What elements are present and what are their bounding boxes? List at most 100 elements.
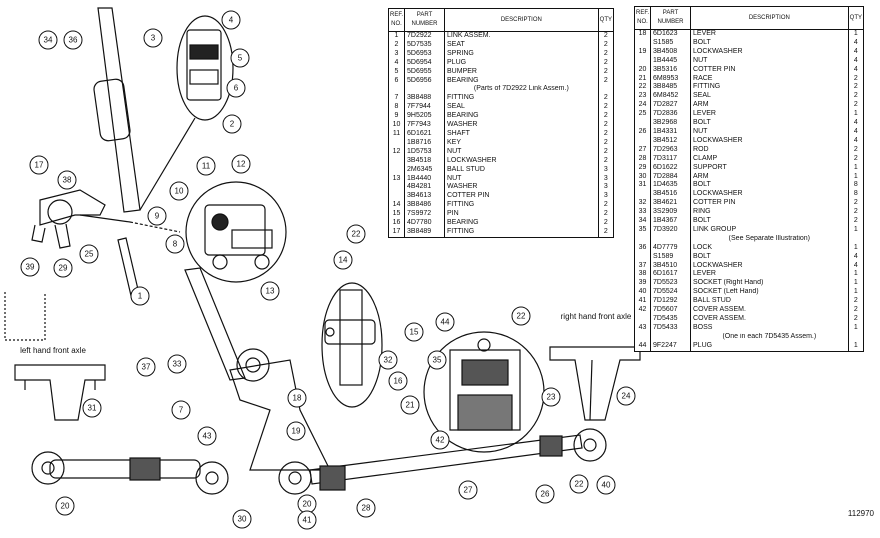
cell-desc: PLUG xyxy=(444,58,599,68)
cell-qty: 4 xyxy=(847,261,865,271)
cell-qty: 2 xyxy=(847,154,865,164)
cell-part xyxy=(650,332,692,342)
cell-ref xyxy=(633,56,652,66)
cell-ref: 18 xyxy=(633,29,652,39)
svg-text:35: 35 xyxy=(433,356,442,365)
cell-ref: 32 xyxy=(633,199,652,209)
svg-text:20: 20 xyxy=(61,502,70,511)
callout-10: 10 xyxy=(169,181,189,201)
cell-ref: 17 xyxy=(387,227,406,238)
cell-part: 5D6954 xyxy=(404,58,446,68)
svg-text:43: 43 xyxy=(203,432,212,441)
cell-desc: CLAMP xyxy=(690,154,849,164)
callout-36: 36 xyxy=(63,30,83,50)
svg-text:41: 41 xyxy=(303,516,312,525)
cell-desc: BEARING xyxy=(444,112,599,122)
cell-part: 7F7944 xyxy=(404,103,446,113)
svg-text:33: 33 xyxy=(173,360,182,369)
cell-ref: 22 xyxy=(633,83,652,93)
svg-text:39: 39 xyxy=(26,263,35,272)
col-qty: QTY xyxy=(847,6,865,30)
callout-3: 3 xyxy=(143,28,163,48)
cell-ref: 36 xyxy=(633,243,652,253)
cell-ref xyxy=(633,252,652,262)
cell-part xyxy=(404,85,446,95)
cell-ref: 31 xyxy=(633,181,652,191)
cell-desc: BEARING xyxy=(444,76,599,86)
svg-text:18: 18 xyxy=(293,394,302,403)
cell-ref: 38 xyxy=(633,270,652,280)
col-ref: REF. NO. xyxy=(633,6,652,30)
cell-desc: BUMPER xyxy=(444,67,599,77)
callout-17: 17 xyxy=(29,155,49,175)
cell-part: 5D7535 xyxy=(404,40,446,50)
cell-part: 7S9972 xyxy=(404,210,446,220)
cell-ref: 24 xyxy=(633,101,652,111)
cell-part: 7D2827 xyxy=(650,101,692,111)
svg-text:44: 44 xyxy=(441,318,450,327)
cell-ref: 12 xyxy=(387,147,406,157)
callout-43: 43 xyxy=(197,426,217,446)
svg-text:27: 27 xyxy=(464,486,473,495)
callout-33: 33 xyxy=(167,354,187,374)
cell-desc: COTTER PIN xyxy=(444,192,599,202)
cell-part: 7D5523 xyxy=(650,279,692,289)
cell-qty: 2 xyxy=(597,227,615,238)
parts-row: (See Separate Illustration) xyxy=(633,234,865,244)
svg-text:5: 5 xyxy=(238,54,243,63)
cell-qty: 1 xyxy=(847,225,865,235)
cell-part: 7D2884 xyxy=(650,172,692,182)
cell-part: 3B5316 xyxy=(650,65,692,75)
cell-qty: 1 xyxy=(847,279,865,289)
cell-qty: 2 xyxy=(597,49,615,59)
svg-text:29: 29 xyxy=(59,264,68,273)
cell-part: 4D7780 xyxy=(404,219,446,228)
cell-ref: 8 xyxy=(387,103,406,113)
cell-desc: LOCKWASHER xyxy=(690,136,849,146)
cell-desc: FITTING xyxy=(444,227,599,238)
cell-ref: 43 xyxy=(633,323,652,333)
cell-desc: PIN xyxy=(444,210,599,220)
callout-15: 15 xyxy=(404,322,424,342)
callout-19: 19 xyxy=(286,421,306,441)
cell-qty xyxy=(847,234,865,244)
cell-qty: 2 xyxy=(847,74,865,84)
cell-desc: LINK GROUP xyxy=(690,225,849,235)
svg-text:25: 25 xyxy=(85,250,94,259)
cell-qty: 2 xyxy=(597,31,615,41)
cell-qty: 2 xyxy=(847,92,865,102)
cell-ref: 13 xyxy=(387,174,406,184)
svg-text:2: 2 xyxy=(230,120,235,129)
cell-qty: 4 xyxy=(847,119,865,128)
cell-qty: 4 xyxy=(847,47,865,57)
callout-12: 12 xyxy=(231,154,251,174)
cell-ref: 27 xyxy=(633,145,652,155)
cell-qty: 2 xyxy=(597,112,615,122)
svg-text:20: 20 xyxy=(303,500,312,509)
cell-ref: 42 xyxy=(633,306,652,315)
callout-6: 6 xyxy=(226,78,246,98)
cell-ref: 28 xyxy=(633,154,652,164)
cell-part: 7D5524 xyxy=(650,288,692,298)
cell-part: 1B8716 xyxy=(404,138,446,148)
svg-text:30: 30 xyxy=(238,515,247,524)
cell-desc: FITTING xyxy=(444,201,599,211)
col-description: DESCRIPTION xyxy=(444,8,599,32)
svg-text:3: 3 xyxy=(151,34,156,43)
cell-ref: 10 xyxy=(387,121,406,130)
